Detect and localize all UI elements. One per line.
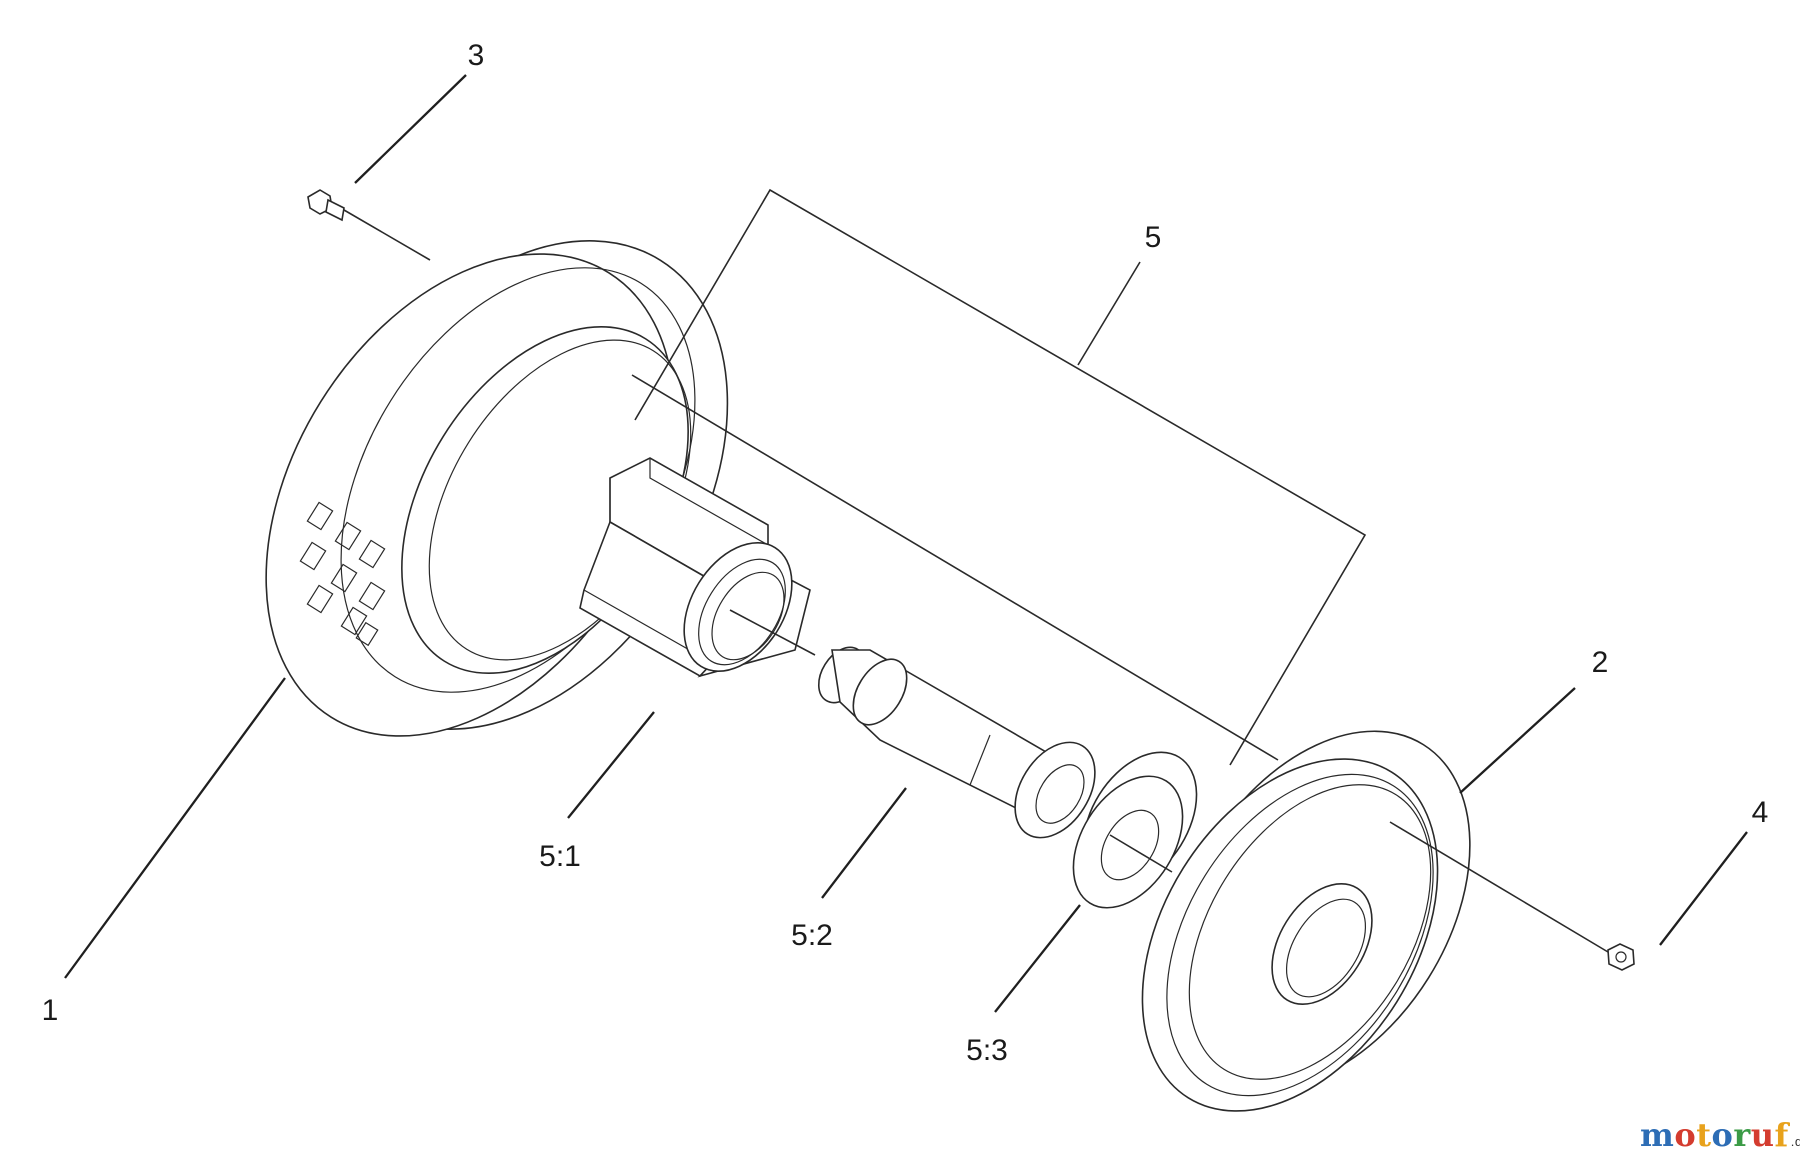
leader-lines [64,74,1748,1013]
callout-4: 4 [1752,796,1769,829]
callout-2: 2 [1592,646,1609,679]
hub-part-5-1 [579,457,811,678]
bolt-part-3 [307,189,345,222]
callout-5-3: 5:3 [966,1034,1008,1067]
watermark-letter: o [1674,1116,1697,1154]
watermark-letter: t [1696,1116,1712,1154]
watermark-letter: o [1711,1116,1734,1154]
watermark-suffix: .de [1790,1134,1800,1149]
rim-part-2 [1141,730,1471,1112]
spacer-part-5-2 [817,646,1096,839]
watermark-letter: m [1640,1116,1675,1154]
callout-5: 5 [1145,221,1162,254]
callout-5-2: 5:2 [791,919,833,952]
callout-3: 3 [468,39,485,72]
assembly-lines [343,188,1609,953]
watermark-letter: r [1733,1116,1751,1154]
tread-pattern [299,501,386,647]
callout-5-1: 5:1 [539,840,581,873]
washer-part-5-3 [1072,751,1198,909]
tire-part-1 [265,240,729,737]
nut-part-4 [1607,943,1635,971]
motoruf-watermark-logo: motoruf.de [1640,1116,1800,1154]
watermark-letter: f [1774,1116,1789,1154]
watermark-letter: u [1750,1116,1775,1154]
callout-1: 1 [42,994,59,1027]
